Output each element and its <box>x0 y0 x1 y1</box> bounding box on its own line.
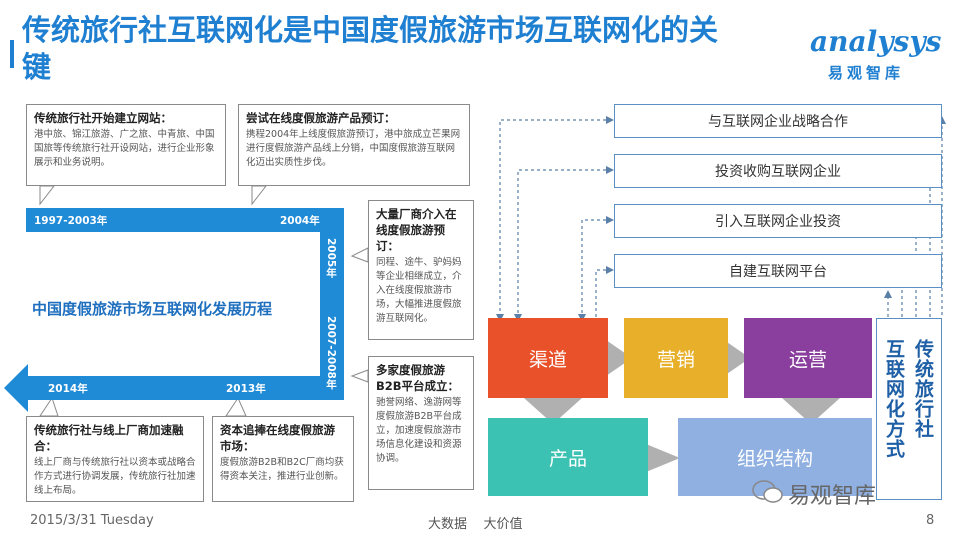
timeline-center-label: 中国度假旅游市场互联网化发展历程 <box>32 300 273 318</box>
callout-body: 港中旅、锦江旅游、广之旅、中青旅、中国国旅等传统旅行社开设网站，进行企业形象展示… <box>34 129 215 168</box>
vertical-label-line: 传统旅行社 <box>912 339 934 439</box>
timeline-arrow-head <box>4 364 28 412</box>
timeline-year: 2007-2008年 <box>325 316 337 390</box>
wechat-icon <box>752 480 783 503</box>
callout-heading: 资本追捧在线度假旅游市场： <box>220 423 335 453</box>
callout-pointer <box>350 369 369 383</box>
callout-body: 携程2004年上线度假旅游预订，港中旅成立芒果网进行度假旅游产品线上分销，中国度… <box>246 129 461 168</box>
callout-heading: 尝试在线度假旅游产品预订： <box>246 111 396 125</box>
logo-wordmark: analysys <box>810 25 942 58</box>
timeline-right-bar <box>320 208 344 400</box>
callout-b2b-platforms: 多家度假旅游B2B平台成立： 驰誉网络、逸游网等度假旅游B2B平台成立，加速度假… <box>368 356 474 490</box>
callout-pointer <box>350 247 369 263</box>
callout-heading: 传统旅行社开始建立网站： <box>34 111 172 125</box>
flow-block-operation: 运营 <box>744 318 872 398</box>
timeline-year: 1997-2003年 <box>34 215 108 227</box>
vertical-label-line: 互联网化方式 <box>883 339 905 459</box>
vertical-label-box: 传统旅行社 互联网化方式 <box>876 318 942 500</box>
method-box-strategic-cooperation: 与互联网企业战略合作 <box>614 104 942 138</box>
callout-pointer <box>39 396 59 417</box>
page-title: 传统旅行社互联网化是中国度假旅游市场互联网化的关键 <box>22 13 719 84</box>
callout-body: 度假旅游B2B和B2C厂商均获得资本关注，推进行业创新。 <box>220 457 344 482</box>
callout-integration: 传统旅行社与线上厂商加速融合： 线上厂商与传统旅行社以资本或战略合作方式进行协调… <box>26 416 204 502</box>
timeline-year: 2005年 <box>325 238 337 278</box>
flow-block-organization: 组织结构 <box>678 418 872 496</box>
callout-websites: 传统旅行社开始建立网站： 港中旅、锦江旅游、广之旅、中青旅、中国国旅等传统旅行社… <box>26 104 226 186</box>
method-box-introduce-investment: 引入互联网企业投资 <box>614 204 942 238</box>
timeline-bottom-bar <box>26 376 344 400</box>
callout-capital: 资本追捧在线度假旅游市场： 度假旅游B2B和B2C厂商均获得资本关注，推进行业创… <box>212 416 354 502</box>
callout-many-vendors: 大量厂商介入在线度假旅游预订： 同程、途牛、驴妈妈等企业相继成立，介入在线度假旅… <box>368 200 474 340</box>
flow-block-channel: 渠道 <box>488 318 608 398</box>
callout-body: 线上厂商与传统旅行社以资本或战略合作方式进行协调发展，传统旅行社加速线上布局。 <box>34 457 196 496</box>
wechat-watermark-label: 易观智库 <box>788 484 877 509</box>
footer-date: 2015/3/31 Tuesday <box>30 513 154 528</box>
callout-heading: 大量厂商介入在线度假旅游预订： <box>376 207 457 253</box>
method-box-self-built-platform: 自建互联网平台 <box>614 254 942 288</box>
flow-block-marketing: 营销 <box>624 318 728 398</box>
callout-heading: 多家度假旅游B2B平台成立： <box>376 363 460 393</box>
callout-body: 同程、途牛、驴妈妈等企业相继成立，介入在线度假旅游市场，大幅推进度假旅游互联网化… <box>376 257 462 324</box>
page-number: 8 <box>926 513 935 528</box>
timeline-top-bar <box>26 208 344 232</box>
callout-body: 驰誉网络、逸游网等度假旅游B2B平台成立，加速度假旅游市场信息化建设和资源协调。 <box>376 397 462 464</box>
callout-heading: 传统旅行社与线上厂商加速融合： <box>34 423 184 453</box>
method-box-acquisition: 投资收购互联网企业 <box>614 154 942 188</box>
logo-chinese: 易观智库 <box>828 64 905 82</box>
flow-block-product: 产品 <box>488 418 648 496</box>
callout-pointer <box>251 185 268 206</box>
timeline-year: 2014年 <box>48 383 88 395</box>
callout-pointer <box>225 396 247 417</box>
timeline-year: 2004年 <box>280 215 320 227</box>
footer-slogan: 大数据 大价值 <box>428 517 523 532</box>
title-accent-bar <box>10 40 14 68</box>
callout-online-booking: 尝试在线度假旅游产品预订： 携程2004年上线度假旅游预订，港中旅成立芒果网进行… <box>238 104 470 186</box>
callout-pointer <box>39 185 56 206</box>
timeline-year: 2013年 <box>226 383 266 395</box>
